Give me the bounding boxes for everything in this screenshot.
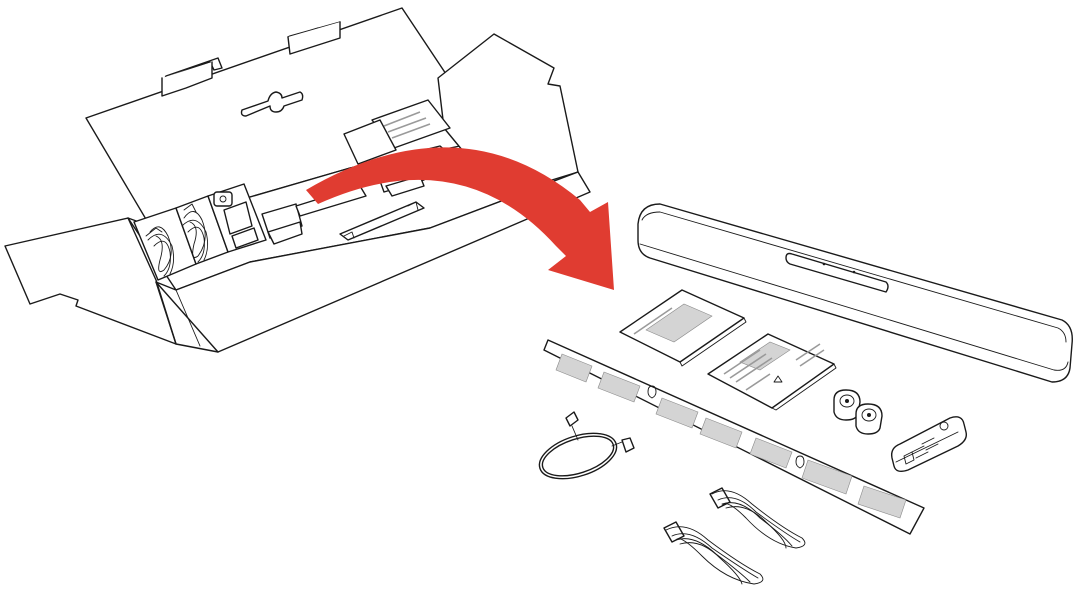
box-left-flap	[4, 217, 177, 345]
coiled-cable-left-icon	[145, 226, 175, 277]
soundbar-illustration	[637, 203, 1073, 383]
remote-control	[890, 416, 968, 473]
safety-sheet	[707, 333, 837, 411]
power-cord-lower	[663, 521, 764, 585]
bracket-right-icon	[855, 403, 883, 435]
quick-start-guide	[619, 289, 747, 367]
soundbar-control-strip	[785, 252, 889, 293]
optical-cable	[538, 411, 635, 480]
wall-mount-brackets	[833, 389, 883, 435]
warning-triangle-icon	[773, 375, 783, 383]
coiled-cable-right-icon	[181, 203, 209, 263]
lid-tab-left	[164, 57, 223, 79]
template-in-box	[339, 201, 425, 241]
red-curved-arrow-icon	[306, 147, 614, 290]
bracket-in-box-icon	[213, 191, 259, 249]
soundbar-body	[637, 203, 1073, 383]
box-handle-slot	[240, 91, 304, 117]
keyhole-icon	[647, 385, 657, 399]
wall-mount-template	[543, 339, 925, 535]
keyhole-icon	[795, 455, 805, 469]
power-cord-upper	[709, 487, 806, 549]
unpack-arrow	[306, 147, 614, 290]
remote-power-button-icon	[939, 421, 949, 431]
